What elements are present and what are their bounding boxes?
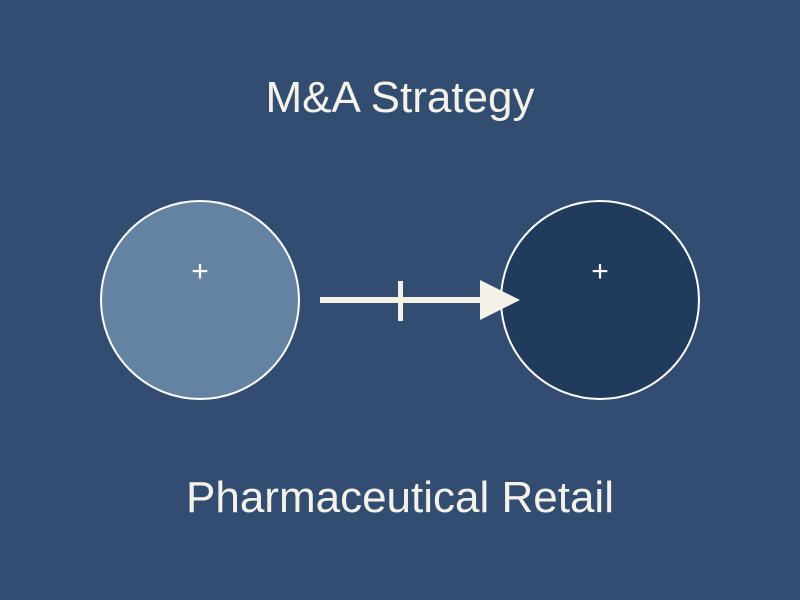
merger-arrow-icon bbox=[320, 280, 520, 321]
arrow-head bbox=[480, 280, 520, 320]
target-circle bbox=[500, 200, 700, 400]
acquirer-circle bbox=[100, 200, 300, 400]
diagram-subtitle: Pharmaceutical Retail bbox=[186, 473, 614, 522]
diagram-title: M&A Strategy bbox=[265, 73, 535, 122]
target-plus-icon: + bbox=[591, 255, 609, 288]
acquirer-plus-icon: + bbox=[191, 255, 209, 288]
arrow-tick bbox=[398, 281, 403, 321]
